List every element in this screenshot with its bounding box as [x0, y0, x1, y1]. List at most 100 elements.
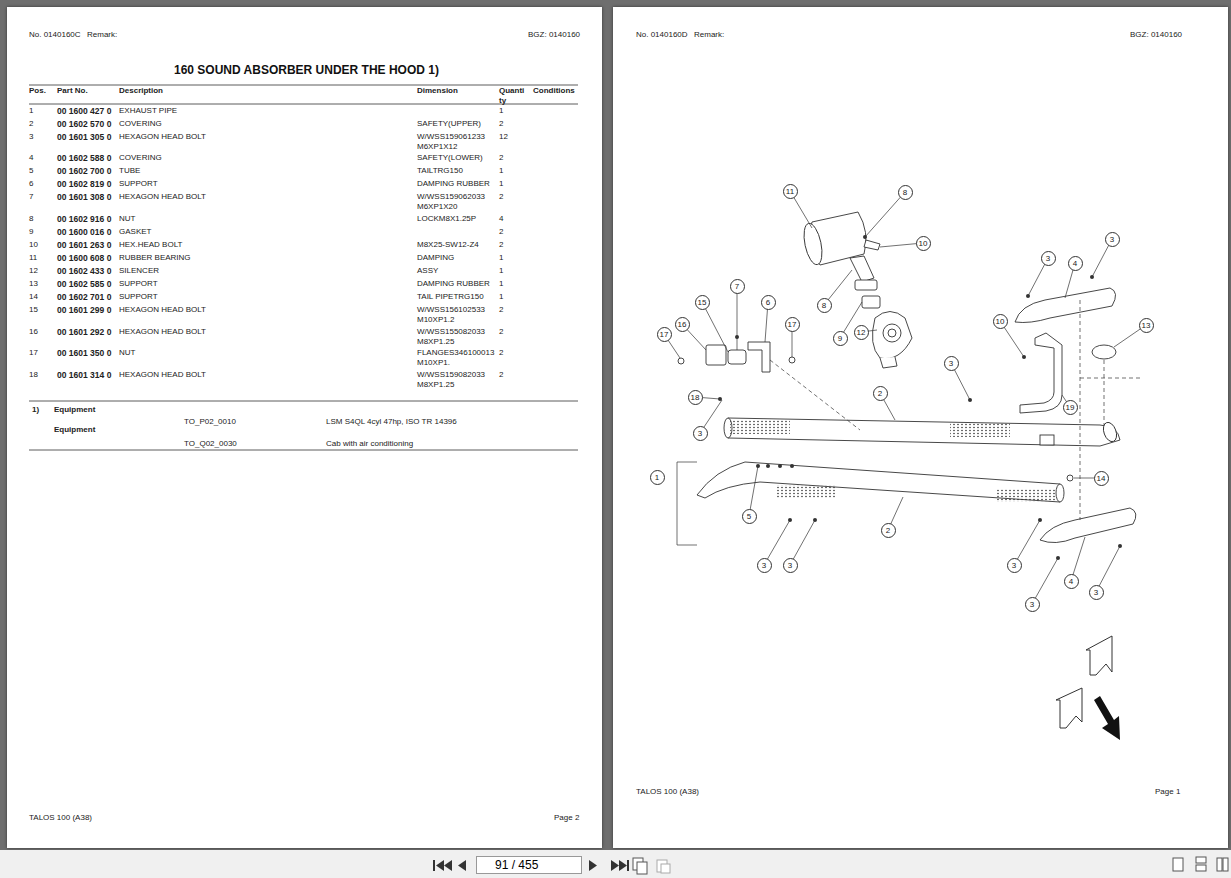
table-cell: 15	[29, 305, 38, 315]
part-number: 00 1602 819 0	[57, 179, 111, 189]
table-cell: 2	[499, 227, 503, 237]
callout-number: 18	[688, 390, 703, 405]
table-cell: 2	[499, 153, 503, 163]
column-header: Conditions	[533, 86, 575, 96]
page-indicator: 91 / 455	[476, 856, 582, 874]
callout-number: 19	[1063, 400, 1078, 415]
table-cell: 10	[29, 240, 38, 250]
table-cell: GASKET	[119, 227, 151, 237]
callout-number: 3	[1025, 597, 1040, 612]
table-cell: DAMPING RUBBER	[417, 179, 497, 189]
header-text: No. 0140160D	[636, 30, 688, 40]
table-cell: 12	[29, 266, 38, 276]
callout-number: 17	[785, 317, 800, 332]
table-cell: W/WSS156102533 M10XP1.2	[417, 305, 497, 325]
table-cell: 2	[499, 119, 503, 129]
callout-number: 10	[916, 236, 931, 251]
table-cell: SILENCER	[119, 266, 159, 276]
footer-text: TALOS 100 (A38)	[29, 813, 92, 823]
table-cell: 1	[499, 279, 503, 289]
callout-number: 17	[657, 327, 672, 342]
part-number: 00 1601 263 0	[57, 240, 111, 250]
table-cell: LOCKM8X1.25P	[417, 214, 497, 224]
part-number: 00 1602 588 0	[57, 153, 111, 163]
callout-number: 3	[1007, 558, 1022, 573]
callout-number: 14	[1094, 471, 1109, 486]
header-text: BGZ: 0140160	[528, 30, 580, 40]
part-number: 00 1601 305 0	[57, 132, 111, 142]
table-cell: 9	[29, 227, 33, 237]
part-number: 00 1600 608 0	[57, 253, 111, 263]
table-cell: NUT	[119, 348, 135, 358]
footnote: TO_Q02_0030	[184, 439, 237, 449]
part-number: 00 1600 427 0	[57, 106, 111, 116]
part-number: 00 1601 299 0	[57, 305, 111, 315]
table-cell: M8X25-SW12-Z4	[417, 240, 497, 250]
part-number: 00 1602 916 0	[57, 214, 111, 224]
part-number: 00 1602 701 0	[57, 292, 111, 302]
table-cell: DAMPING	[417, 253, 497, 263]
table-cell: 4	[499, 214, 503, 224]
table-cell: W/WSS159061233 M6XP1X12	[417, 132, 497, 152]
table-cell: 1	[29, 106, 33, 116]
footnote: Equipment	[54, 405, 95, 415]
footnote: LSM S4QL 4cyl 47hp, ISO TR 14396	[326, 417, 457, 427]
table-cell: DAMPING RUBBER	[417, 279, 497, 289]
callout-number: 3	[693, 426, 708, 441]
callout-number: 3	[757, 558, 772, 573]
table-cell: 1	[499, 166, 503, 176]
callout-number: 3	[1041, 251, 1056, 266]
callout-number: 6	[761, 295, 776, 310]
table-cell: W/WSS159062033 M6XP1X20	[417, 192, 497, 212]
callout-number: 15	[695, 295, 710, 310]
callout-number: 4	[1064, 574, 1079, 589]
table-cell: RUBBER BEARING	[119, 253, 191, 263]
table-cell: ASSY	[417, 266, 497, 276]
part-number: 00 1601 308 0	[57, 192, 111, 202]
callout-number: 13	[1139, 318, 1154, 333]
callout-number: 11	[783, 184, 798, 199]
callout-number: 12	[854, 325, 869, 340]
table-cell: 3	[29, 132, 33, 142]
callout-number: 5	[742, 509, 757, 524]
part-number: 00 1601 350 0	[57, 348, 111, 358]
table-cell: 1	[499, 106, 503, 116]
part-number: 00 1602 700 0	[57, 166, 111, 176]
part-number: 00 1602 433 0	[57, 266, 111, 276]
column-header: Pos.	[29, 86, 46, 96]
part-number: 00 1600 016 0	[57, 227, 111, 237]
table-cell: 2	[499, 192, 503, 202]
table-cell: COVERING	[119, 119, 162, 129]
part-number: 00 1602 585 0	[57, 279, 111, 289]
page-title: 160 SOUND ABSORBER UNDER THE HOOD 1)	[174, 63, 439, 77]
table-cell: 16	[29, 327, 38, 337]
table-cell: 2	[499, 305, 503, 315]
table-cell: COVERING	[119, 153, 162, 163]
table-cell: 1	[499, 253, 503, 263]
part-number: 00 1601 314 0	[57, 370, 111, 380]
callout-number: 3	[783, 558, 798, 573]
table-cell: 11	[29, 253, 37, 263]
callout-number: 2	[881, 523, 896, 538]
footer-text: Page 2	[554, 813, 579, 823]
part-number: 00 1602 570 0	[57, 119, 111, 129]
header-text: Remark:	[694, 30, 724, 40]
callout-number: 9	[833, 331, 848, 346]
table-cell: 5	[29, 166, 33, 176]
footnote: Cab with air conditioning	[326, 439, 413, 449]
table-cell: 12	[499, 132, 508, 142]
callout-number: 8	[898, 185, 913, 200]
table-cell: FLANGES346100013 M10XP1.	[417, 348, 497, 368]
column-header: Dimension	[417, 86, 458, 96]
callout-number: 8	[817, 298, 832, 313]
table-cell: HEXAGON HEAD BOLT	[119, 132, 206, 142]
table-cell: HEXAGON HEAD BOLT	[119, 370, 206, 380]
header-text: BGZ: 0140160	[1130, 30, 1182, 40]
callout-number: 3	[1105, 232, 1120, 247]
header-text: No. 0140160C	[29, 30, 81, 40]
table-cell: 1	[499, 266, 503, 276]
header-text: Remark:	[87, 30, 117, 40]
footnote: Equipment	[54, 425, 95, 435]
callout-number: 3	[944, 356, 959, 371]
part-number: 00 1601 292 0	[57, 327, 111, 337]
